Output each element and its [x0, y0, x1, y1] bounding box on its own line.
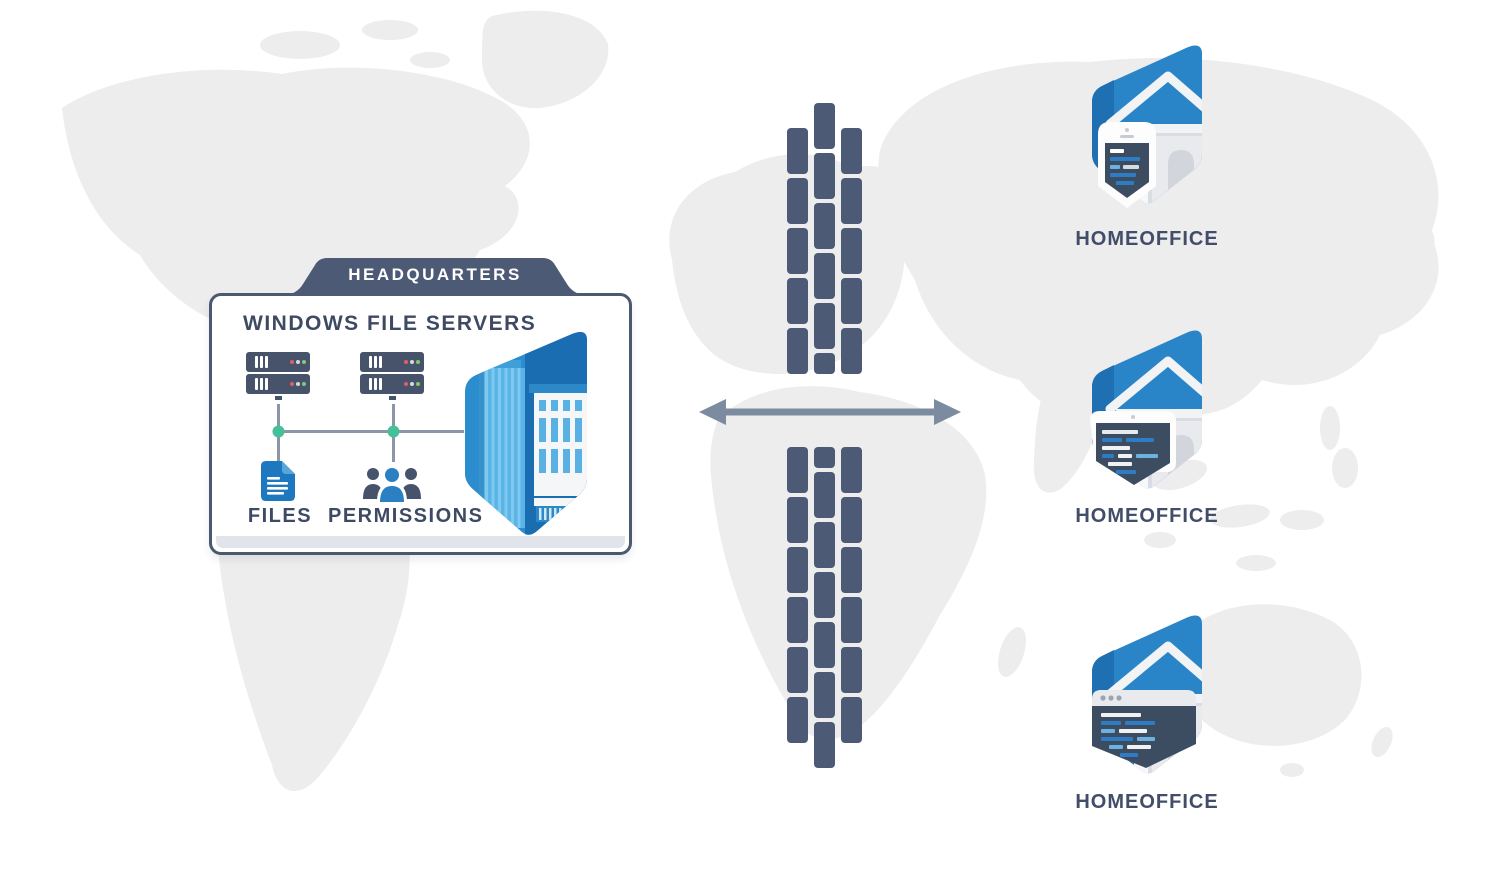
firewall-brick: [814, 153, 835, 199]
headquarters-tab-label: HEADQUARTERS: [348, 265, 522, 284]
firewall-brick: [814, 447, 835, 468]
headquarters-tab: HEADQUARTERS: [283, 258, 587, 296]
firewall-brick: [814, 303, 835, 349]
firewall-brick: [841, 178, 862, 224]
firewall-brick: [841, 228, 862, 274]
tablet-icon: [1090, 411, 1176, 485]
headquarters-box: WINDOWS FILE SERVERS: [209, 293, 632, 555]
firewall-brick: [814, 572, 835, 618]
network-lines: [272, 404, 464, 462]
files-label: FILES: [247, 505, 313, 527]
server-unit: [246, 352, 310, 372]
firewall-brick: [787, 697, 808, 743]
firewall-brick: [787, 278, 808, 324]
document-icon: [261, 461, 295, 501]
firewall-brick: [814, 672, 835, 718]
network-node-dot: [387, 425, 400, 438]
homeoffice-label-1: HOMEOFFICE: [1075, 228, 1219, 250]
firewall-brick: [814, 103, 835, 149]
firewall-brick: [787, 647, 808, 693]
firewall-brick: [841, 647, 862, 693]
headquarters-tab-shape: [283, 258, 587, 296]
firewall-brick: [814, 472, 835, 518]
homeoffice-label-3: HOMEOFFICE: [1075, 791, 1219, 813]
firewall-brick: [787, 547, 808, 593]
firewall-brick: [787, 497, 808, 543]
firewall-brick: [814, 253, 835, 299]
firewall-brick: [787, 228, 808, 274]
homeoffice-label-2: HOMEOFFICE: [1075, 505, 1219, 527]
firewall-brick: [841, 697, 862, 743]
users-icon: [363, 465, 421, 502]
firewall-brick: [841, 497, 862, 543]
homeoffice-shield-icon: [1082, 44, 1214, 208]
server-stand: [388, 396, 396, 400]
homeoffice-shield-icon: [1082, 329, 1214, 493]
browser-window-icon: [1092, 690, 1196, 768]
firewall-brick: [814, 203, 835, 249]
firewall-brick: [841, 447, 862, 493]
server-rack-icon: [246, 352, 310, 400]
smartphone-icon: [1098, 122, 1156, 208]
firewall-brick: [841, 278, 862, 324]
firewall-brick: [814, 353, 835, 374]
headquarters-box-base: [216, 536, 625, 548]
firewall-brick: [787, 328, 808, 374]
server-rack-icon: [360, 352, 424, 400]
server-unit: [246, 374, 310, 394]
firewall-brick: [841, 328, 862, 374]
bidirectional-arrow-icon: [699, 399, 961, 425]
firewall-brick: [814, 622, 835, 668]
network-node-dot: [272, 425, 285, 438]
server-unit: [360, 374, 424, 394]
server-unit: [360, 352, 424, 372]
firewall-brick: [787, 178, 808, 224]
firewall-brick: [814, 722, 835, 768]
headquarters-title: WINDOWS FILE SERVERS: [243, 312, 537, 335]
building-shield-icon: [465, 332, 587, 535]
homeoffice-shield-icon: [1082, 614, 1214, 778]
firewall-brick: [814, 522, 835, 568]
firewall-brick: [787, 447, 808, 493]
permissions-label: PERMISSIONS: [328, 505, 484, 527]
firewall-brick: [787, 128, 808, 174]
server-stand: [274, 396, 282, 400]
firewall-brick: [787, 597, 808, 643]
firewall-brick: [841, 128, 862, 174]
firewall-brick: [841, 597, 862, 643]
firewall-brick: [841, 547, 862, 593]
